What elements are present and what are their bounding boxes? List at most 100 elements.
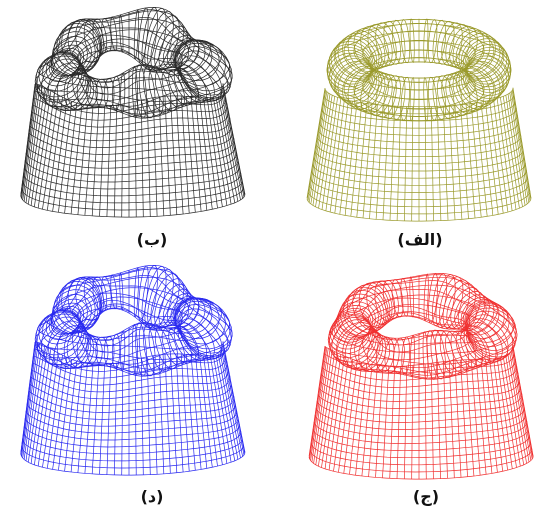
mesh-line (389, 106, 396, 221)
mesh-line (31, 110, 229, 135)
mesh-line (161, 69, 186, 109)
mesh-line (360, 71, 389, 115)
mesh-line (99, 364, 106, 475)
mesh-line (437, 75, 455, 119)
mesh-line (493, 99, 509, 213)
mesh-line (465, 44, 510, 85)
mesh-line (449, 71, 478, 115)
mesh-line (321, 366, 518, 388)
mesh-line (489, 100, 504, 214)
mesh-line (27, 396, 235, 420)
mesh-line (22, 342, 39, 459)
mesh-line (328, 355, 345, 471)
mesh-line (323, 94, 515, 115)
mesh-line (337, 63, 378, 105)
mesh-line (64, 103, 78, 214)
mesh-line (41, 316, 88, 368)
mesh-line (170, 95, 178, 215)
mesh-line (206, 97, 223, 207)
mesh-line (195, 97, 208, 211)
mesh-line (333, 38, 376, 80)
mesh-line (355, 363, 368, 476)
mesh-line (375, 74, 397, 118)
mesh-line (344, 102, 358, 216)
mesh-line (352, 284, 389, 331)
mesh-line (158, 25, 188, 70)
mesh-line (52, 357, 68, 470)
mesh-line (464, 300, 505, 339)
mesh-line (368, 365, 378, 477)
mesh-line (462, 299, 500, 336)
mesh-line (448, 105, 456, 220)
mesh-line (46, 97, 63, 211)
mesh-line (67, 277, 102, 326)
mesh-lines (306, 18, 532, 222)
mesh-line (111, 75, 121, 111)
mesh-line (409, 76, 415, 122)
mesh-line (26, 403, 236, 427)
mesh-line (383, 21, 401, 65)
mesh-line (339, 101, 353, 215)
mesh-line (312, 93, 331, 206)
mesh-line (138, 64, 156, 119)
mesh-line (37, 92, 55, 209)
mesh-line (325, 98, 342, 211)
mesh-line (170, 353, 178, 473)
mesh-line (485, 101, 499, 215)
mesh-line (144, 8, 167, 71)
mesh-line (58, 101, 73, 213)
mesh-line (430, 363, 434, 479)
mesh-line (203, 97, 218, 209)
mesh-line (465, 322, 503, 364)
mesh-line (347, 30, 383, 73)
mesh-line (445, 330, 470, 374)
mesh-line (389, 366, 396, 479)
caption-dal: (د) (140, 487, 164, 506)
mesh-line (489, 358, 504, 472)
mesh-line (52, 99, 68, 212)
mesh-line (148, 324, 172, 373)
mesh-line (333, 357, 349, 472)
mesh-line (167, 292, 195, 326)
mesh-line (22, 84, 39, 201)
caption-alef: (الف) (397, 230, 443, 249)
mesh-line (428, 19, 438, 64)
mesh-line (110, 274, 118, 310)
wireframe-mesh-dal (20, 264, 246, 476)
mesh-line (318, 351, 336, 467)
mesh-line (210, 355, 228, 464)
mesh-line (158, 283, 188, 328)
mesh-line (452, 28, 485, 71)
mesh-line (396, 366, 402, 479)
mesh-line (318, 96, 336, 209)
mesh-line (428, 272, 439, 324)
mesh-line (220, 91, 243, 199)
mesh-line (154, 20, 185, 71)
mesh-line (50, 302, 85, 336)
mesh-line (222, 341, 246, 453)
mesh-line (103, 335, 115, 368)
mesh-line (466, 46, 511, 88)
mesh-line (25, 86, 43, 203)
mesh-line (409, 334, 415, 378)
mesh-line (460, 35, 501, 77)
mesh-line (76, 333, 98, 368)
mesh-line (428, 76, 438, 121)
mesh-line (38, 51, 81, 92)
mesh-line (150, 15, 180, 72)
mesh-line (143, 322, 164, 375)
mesh-line (33, 355, 227, 379)
mesh-line (168, 69, 192, 106)
mesh-line (29, 382, 232, 406)
mesh-line (441, 74, 463, 118)
mesh-line (30, 375, 231, 400)
mesh-line (330, 41, 374, 82)
mesh-line (222, 344, 246, 454)
mesh-line (20, 83, 37, 198)
mesh-line (37, 350, 55, 467)
mesh-lines (308, 272, 534, 480)
mesh-line (24, 165, 240, 190)
mesh-line (141, 265, 158, 326)
mesh-line (512, 345, 534, 457)
mesh-line (25, 410, 238, 434)
